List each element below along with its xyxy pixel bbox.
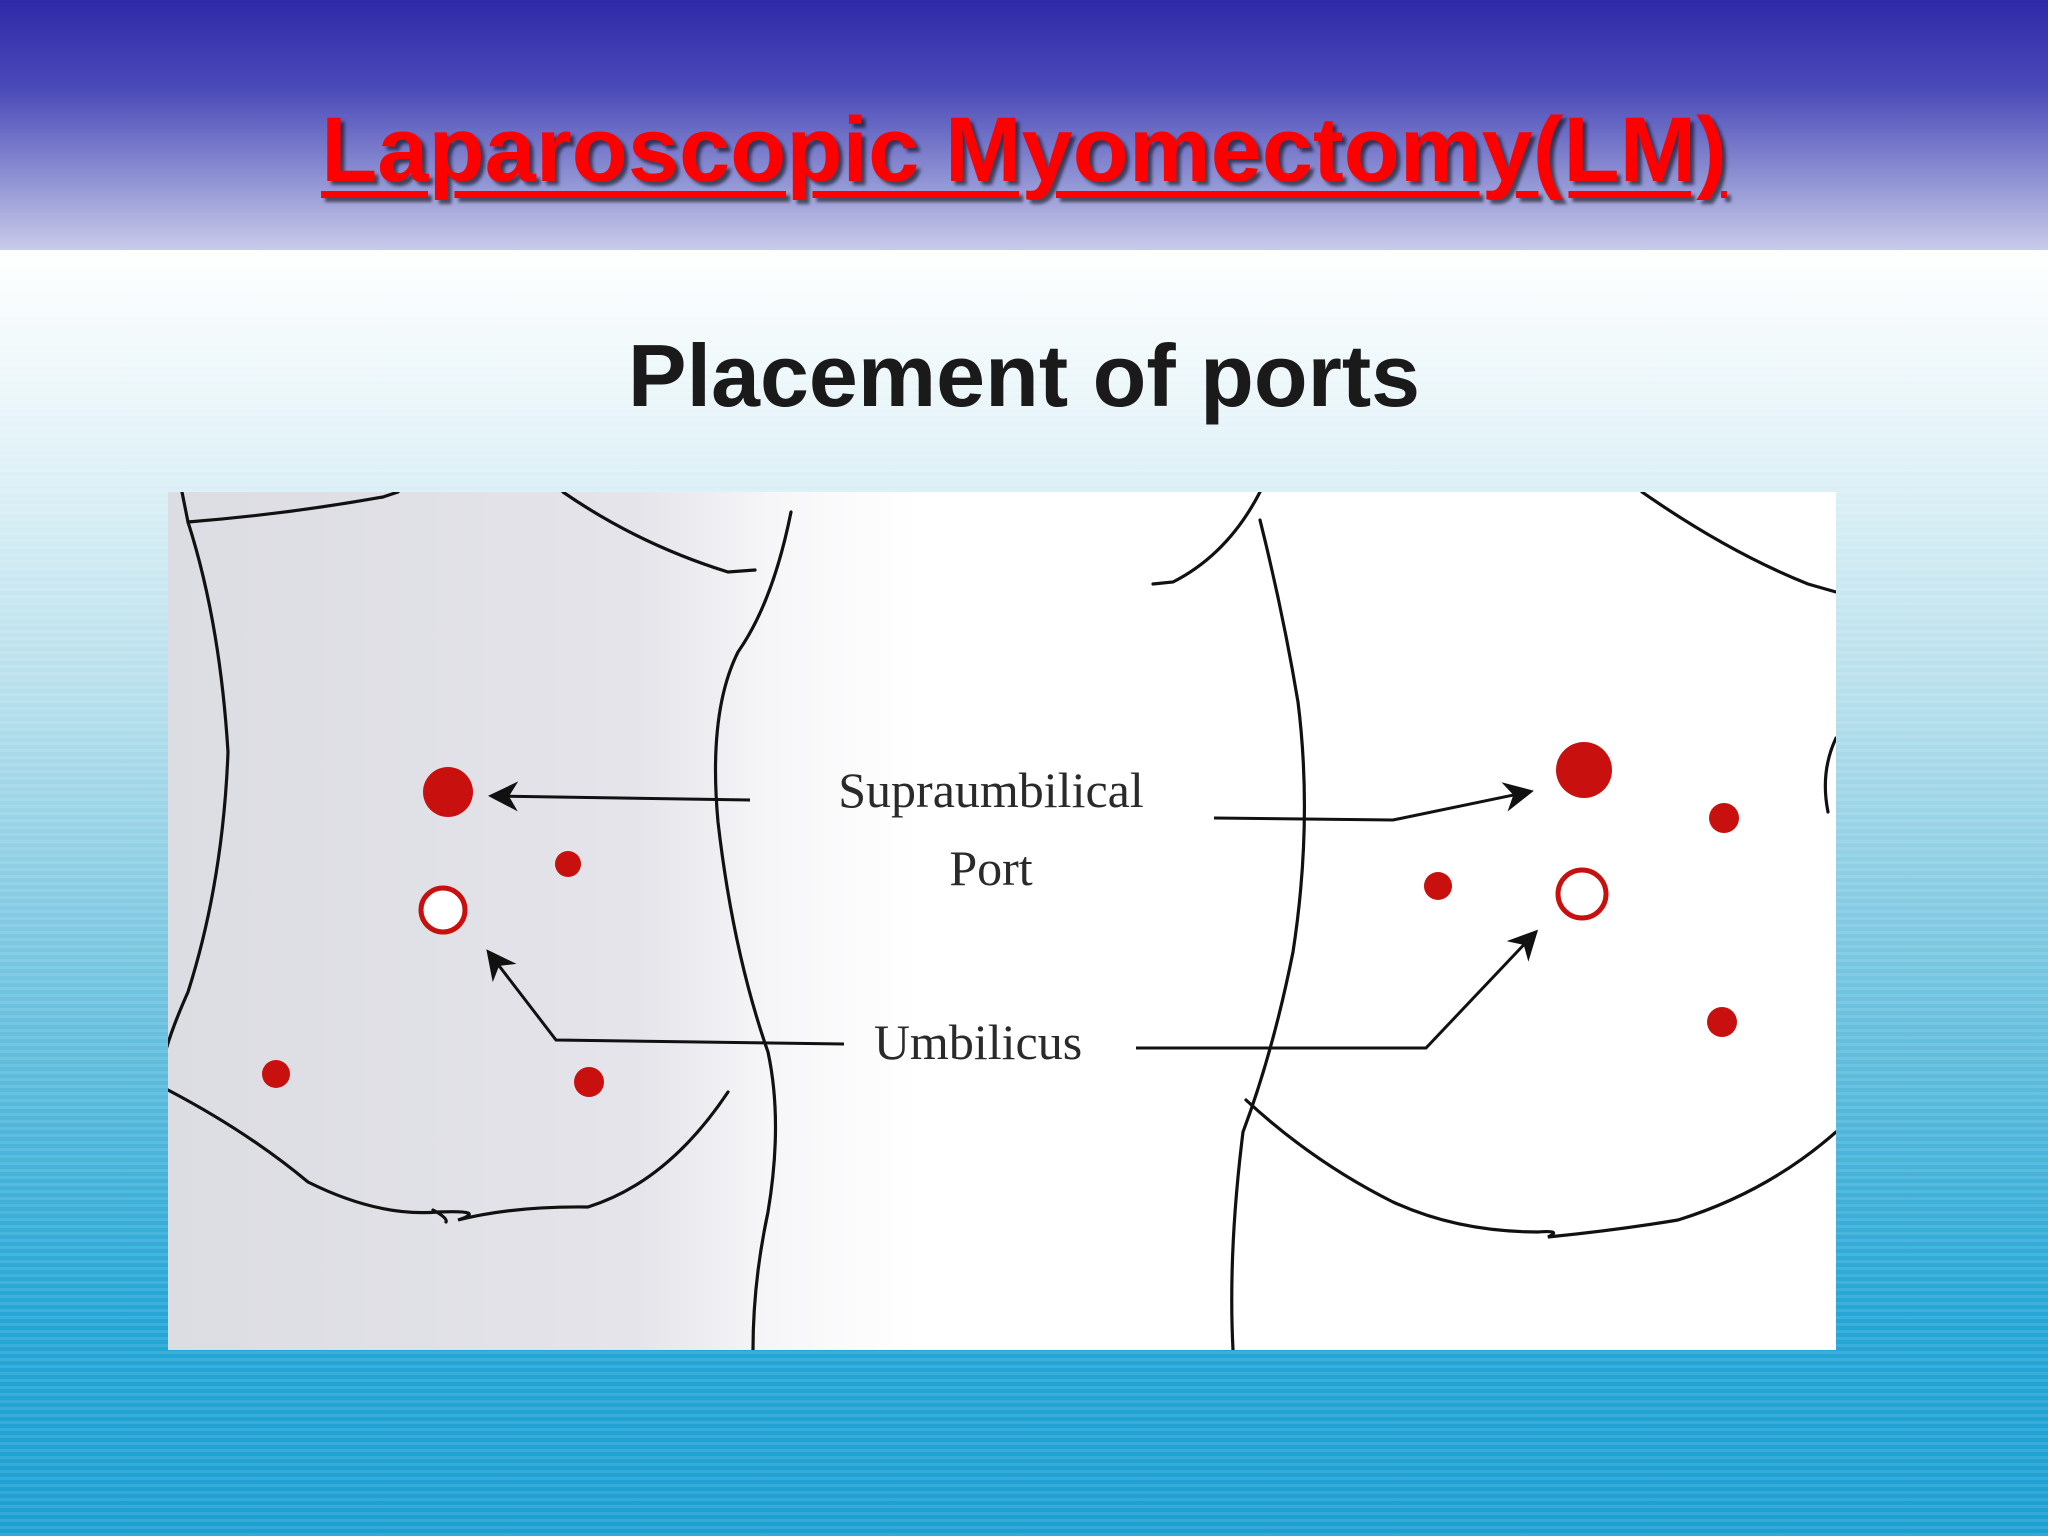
left-torso-outline <box>168 492 793 1350</box>
left-umbilicus <box>418 885 468 935</box>
left-torso-right-side <box>713 510 793 1350</box>
arrow-umbilicus-left <box>486 949 845 1046</box>
left-port-upper-right <box>555 851 581 877</box>
right-port-upper-right <box>1709 803 1739 833</box>
leader-arrows <box>486 781 1539 1050</box>
right-supraumbilical-port <box>1556 742 1612 798</box>
right-port-lower-right <box>1707 1007 1737 1037</box>
left-torso-neck-left <box>180 492 400 524</box>
port-placement-diagram: Supraumbilical Port Umbilicus <box>168 492 1836 1350</box>
title-banner <box>0 0 2048 250</box>
right-torso-left-side <box>1230 518 1307 1350</box>
label-port: Port <box>949 840 1032 896</box>
left-torso-hip <box>168 1088 730 1222</box>
figure-heading: Placement of ports <box>627 326 1421 425</box>
right-torso-neck-right <box>1640 492 1836 594</box>
left-port-lower-right <box>574 1067 604 1097</box>
label-supraumbilical: Supraumbilical <box>838 762 1144 818</box>
slide-title: Laparoscopic Myomectomy(LM) <box>321 99 1727 201</box>
diagram-canvas: Supraumbilical Port Umbilicus <box>168 492 1836 1350</box>
left-torso-left-side <box>168 520 230 1049</box>
right-port-left <box>1424 872 1452 900</box>
arrow-umbilicus-right <box>1136 929 1539 1050</box>
left-torso-groin <box>431 1208 448 1224</box>
left-port-lower-left <box>262 1060 290 1088</box>
right-torso-neck-left <box>1151 492 1262 586</box>
right-torso-hip <box>1244 1098 1836 1239</box>
paper-background <box>168 492 1836 1350</box>
left-torso-neck-right <box>561 492 757 574</box>
label-umbilicus: Umbilicus <box>874 1014 1082 1070</box>
arrow-supraumbilical-right <box>1213 782 1534 822</box>
right-umbilicus <box>1555 867 1609 921</box>
arrow-supraumbilical-left <box>488 781 751 812</box>
left-supraumbilical-port <box>423 767 473 817</box>
right-torso-outline <box>1151 492 1836 1350</box>
right-torso-right-side <box>1823 736 1836 814</box>
